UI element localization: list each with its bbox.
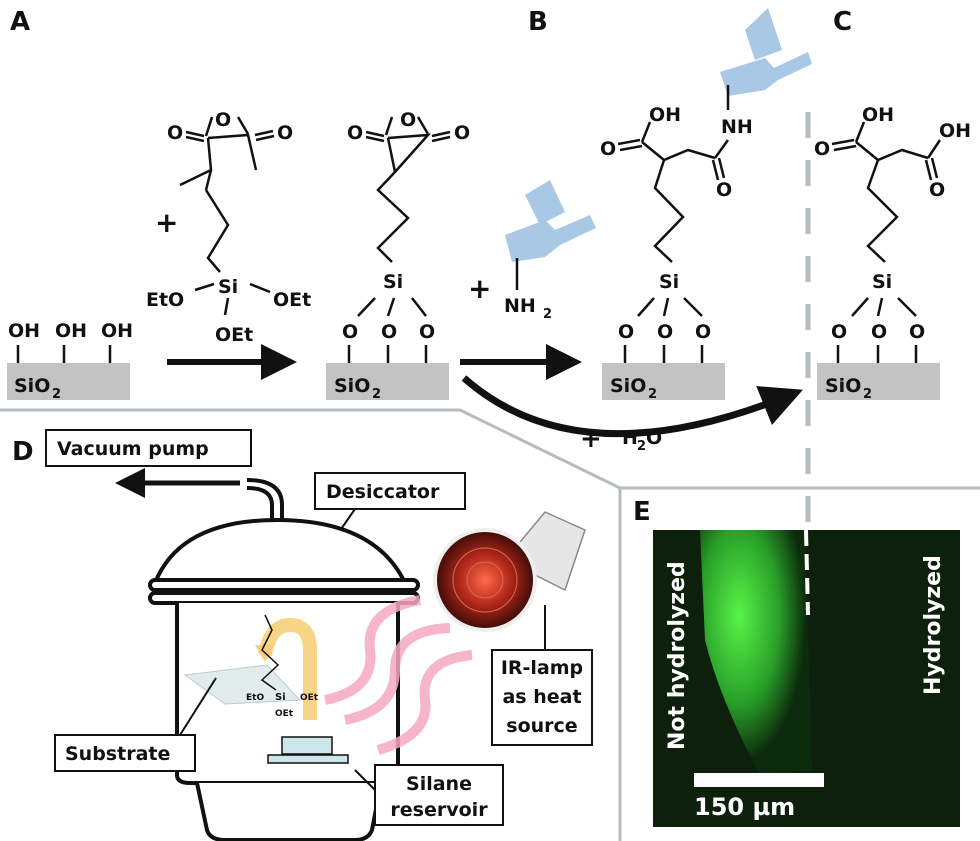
svg-text:Desiccator: Desiccator	[326, 481, 440, 503]
svg-text:O: O	[167, 122, 183, 144]
not-hydrolyzed-label: Not hydrolyzed	[665, 561, 690, 750]
hydrolyzed-label: Hydrolyzed	[921, 555, 946, 695]
desiccator-icon	[148, 478, 420, 841]
svg-text:OH: OH	[649, 104, 681, 126]
svg-text:OH: OH	[862, 104, 894, 126]
scale-bar-label: 150 µm	[694, 793, 795, 821]
svg-text:OH: OH	[101, 320, 133, 342]
panel-dividers	[0, 112, 980, 841]
silane-reservoir-icon	[281, 736, 333, 755]
substrate-slide	[183, 664, 302, 705]
svg-text:NH: NH	[721, 116, 753, 138]
panel-label-c: C	[833, 7, 852, 37]
svg-text:O: O	[342, 321, 358, 343]
svg-text:2: 2	[637, 439, 646, 454]
svg-text:IR-lamp: IR-lamp	[501, 657, 583, 679]
plus-sign-water: +	[580, 424, 602, 454]
scale-bar	[694, 773, 824, 787]
svg-text:O: O	[347, 122, 363, 144]
svg-text:EtO: EtO	[246, 693, 264, 703]
svg-text:NH: NH	[504, 295, 536, 317]
svg-text:O: O	[814, 138, 830, 160]
svg-text:O: O	[277, 122, 293, 144]
svg-text:Vacuum pump: Vacuum pump	[57, 438, 209, 460]
svg-text:EtO: EtO	[146, 289, 184, 311]
fluorescence-image	[653, 529, 960, 827]
svg-text:O: O	[419, 321, 435, 343]
bound-silane: SiO 2 O O O Si O O O	[326, 109, 470, 402]
ir-lamp-icon	[433, 511, 586, 632]
vacuum-pump-label: Vacuum pump	[45, 429, 252, 467]
desiccator-label: Desiccator	[314, 472, 466, 510]
svg-text:O: O	[716, 179, 732, 201]
svg-text:O: O	[871, 321, 887, 343]
svg-text:reservoir: reservoir	[390, 799, 488, 821]
silane-reservoir-label: Silane reservoir	[374, 764, 504, 826]
svg-text:O: O	[929, 179, 945, 201]
svg-text:OEt: OEt	[275, 709, 294, 719]
svg-text:Si: Si	[218, 276, 238, 298]
panel-label-d: D	[12, 437, 34, 467]
svg-text:O: O	[381, 321, 397, 343]
svg-text:SiO: SiO	[825, 375, 861, 397]
ir-lamp-label: IR-lamp as heat source	[491, 649, 593, 746]
svg-text:Substrate: Substrate	[65, 743, 170, 765]
hydrolysis-arrow	[461, 375, 803, 438]
svg-text:O: O	[646, 427, 662, 449]
antibody-icon	[505, 180, 596, 262]
svg-text:Si: Si	[275, 692, 286, 703]
svg-text:OH: OH	[55, 320, 87, 342]
svg-text:OH: OH	[8, 320, 40, 342]
svg-text:SiO: SiO	[14, 375, 50, 397]
svg-text:H: H	[622, 427, 638, 449]
panel-label-a: A	[10, 7, 30, 37]
mini-silane	[260, 614, 280, 691]
svg-text:2: 2	[648, 387, 657, 402]
panel-label-b: B	[528, 7, 548, 37]
svg-text:SiO: SiO	[610, 375, 646, 397]
plus-sign-b: +	[468, 272, 491, 305]
svg-text:source: source	[506, 715, 577, 737]
svg-text:OEt: OEt	[215, 324, 253, 346]
svg-text:as heat: as heat	[502, 686, 581, 708]
svg-text:2: 2	[52, 387, 61, 402]
svg-text:O: O	[909, 321, 925, 343]
svg-text:OH: OH	[939, 120, 971, 142]
svg-text:O: O	[831, 321, 847, 343]
plus-sign: +	[155, 206, 178, 239]
svg-text:O: O	[400, 109, 416, 131]
panel-label-e: E	[633, 497, 651, 527]
svg-text:SiO: SiO	[334, 375, 370, 397]
svg-text:2: 2	[372, 387, 381, 402]
svg-text:O: O	[657, 321, 673, 343]
svg-text:O: O	[454, 122, 470, 144]
svg-text:2: 2	[543, 307, 552, 322]
antibody-conjugate: SiO 2 OH NH O O Si O O O	[600, 8, 812, 402]
svg-text:O: O	[600, 138, 616, 160]
substrate-bare: SiO 2 OH OH OH	[7, 320, 133, 402]
svg-text:O: O	[695, 321, 711, 343]
heat-waves-icon	[323, 595, 473, 755]
svg-text:Si: Si	[383, 271, 403, 293]
svg-text:OEt: OEt	[273, 289, 311, 311]
substrate-label: Substrate	[54, 734, 196, 772]
svg-text:O: O	[618, 321, 634, 343]
hydrolyzed-product: SiO 2 OH OH O O Si O O O	[814, 104, 971, 402]
svg-text:Si: Si	[872, 271, 892, 293]
vapor-arrow-icon	[258, 617, 317, 720]
svg-text:O: O	[215, 109, 231, 131]
silane-molecule	[179, 116, 275, 316]
svg-text:OEt: OEt	[300, 693, 319, 703]
svg-text:Silane: Silane	[406, 773, 472, 795]
svg-text:2: 2	[863, 387, 872, 402]
svg-text:Si: Si	[659, 271, 679, 293]
